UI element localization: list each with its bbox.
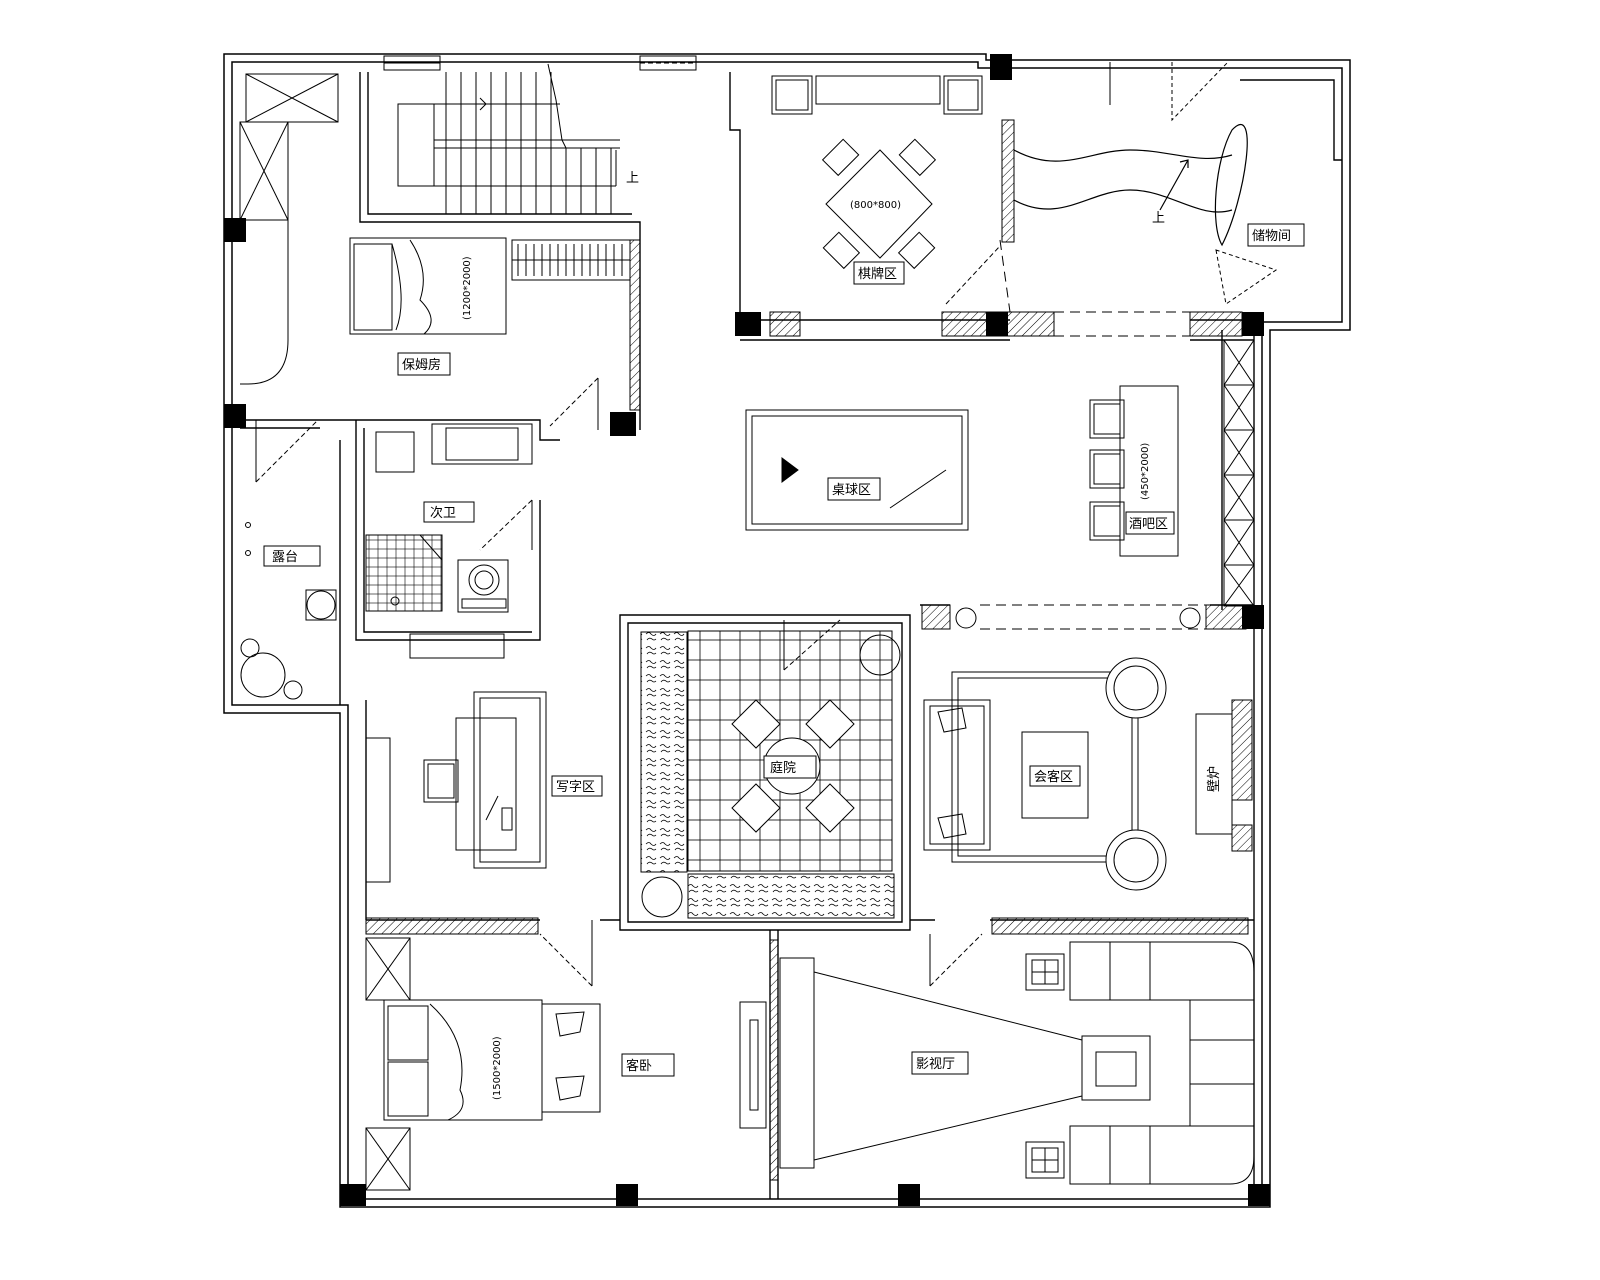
laundry-balcony-label-box [263,545,321,567]
curved-stair [1013,123,1248,247]
lounge-area-label: 会客区 [1034,769,1073,785]
courtyard-paving [640,607,1201,919]
courtyard-label-box [763,755,817,779]
balcony-fixtures [240,522,337,700]
study-area-label-box [551,775,603,797]
structural-columns [224,54,1270,1206]
theater-label: 影视厅 [916,1057,955,1072]
theater-label-box [911,1051,969,1075]
secondary-bathroom-label-box [423,501,475,523]
nanny-bed [349,237,507,335]
billiards-area-label-box [827,477,881,501]
shafts [239,73,339,385]
guest-bedroom-label: 客卧 [626,1058,652,1074]
main-stair [397,63,620,214]
courtyard-label: 庭院 [770,760,796,776]
storage-room-label-box [1247,223,1305,247]
hatched-walls [365,119,1253,1181]
doors [255,61,1278,987]
chess-furniture [771,75,983,270]
guest-bedroom-label-box [621,1053,675,1077]
billiard-table [745,409,969,531]
bar-area-label-box [1125,511,1175,535]
bathroom-fixtures [365,423,533,613]
nanny-room-label-box [397,352,451,376]
storage-room-label: 储物间 [1252,229,1291,244]
nanny-bed-size: (1200*2000) [462,256,473,320]
curved-stair-up-mark: 上 [1152,211,1165,226]
billiards-area-label: 桌球区 [832,483,871,498]
study-area-label: 写字区 [556,780,595,795]
fireplace-label: 壁炉 [1207,766,1222,792]
windows [383,55,1255,607]
main-stair-up-mark: 上 [626,171,639,186]
laundry-balcony-label: 露台 [272,550,298,565]
secondary-bathroom-label: 次卫 [430,505,456,521]
guest-bed-size: (1500*2000) [492,1036,503,1100]
study-furniture [365,633,547,883]
bar-area-label: 酒吧区 [1129,517,1168,532]
chess-area-label: 棋牌区 [858,266,897,282]
chess-table-size: (800*800) [850,200,901,211]
chess-area-label-box [853,261,905,285]
bar-counter-size: (450*2000) [1140,443,1151,500]
theater-furniture [779,941,1255,1185]
guest-bedroom-furniture [365,937,767,1191]
wardrobe [511,239,631,281]
nanny-room-label: 保姆房 [402,357,441,373]
dashed-openings [980,239,1206,630]
lounge-area-label-box [1029,765,1081,787]
lounge-furniture [923,657,1233,891]
bar-counter [1089,385,1179,557]
